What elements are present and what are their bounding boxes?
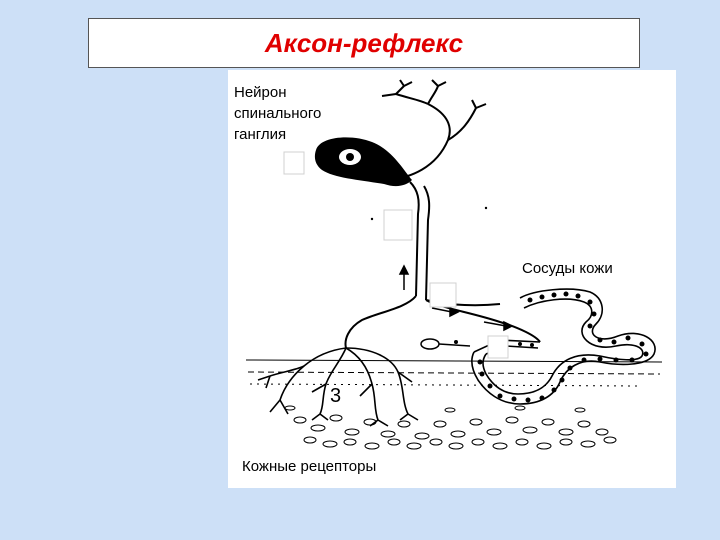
region-number: 3: [330, 385, 341, 407]
neuron-label-line1: Нейрон: [234, 82, 374, 103]
neuron-label: Нейрон спинального ганглия: [234, 82, 374, 145]
neuron-label-line2: спинального: [234, 103, 374, 124]
nerve-ending-loop: [421, 339, 470, 349]
epidermis-cells: [285, 406, 616, 449]
skin-layers: [246, 360, 662, 386]
vessels-label: Сосуды кожи: [522, 258, 613, 279]
axon: [346, 182, 540, 348]
receptors-label: Кожные рецепторы: [242, 456, 376, 477]
region-mark: 3: [330, 385, 341, 407]
neuron-label-line3: ганглия: [234, 124, 374, 145]
